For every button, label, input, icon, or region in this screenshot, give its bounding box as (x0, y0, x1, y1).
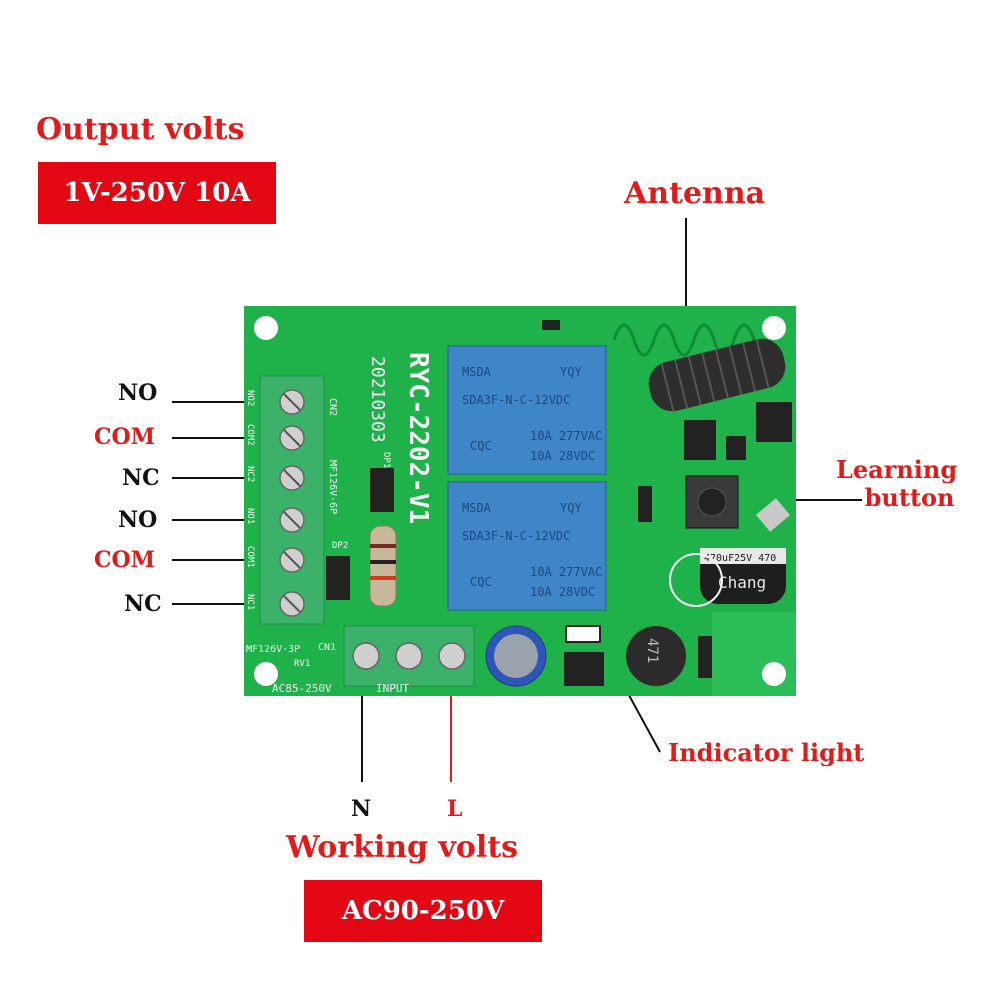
relay1-brand: MSDA (462, 501, 492, 515)
relay1-rating1: 10A 277VAC (530, 565, 602, 579)
pin-label-com2: COM2 (245, 424, 255, 446)
terminal-label-no2: NO (118, 380, 158, 406)
label-dp1: DP1 (381, 452, 391, 468)
label-ac-range: AC85-250V (272, 682, 332, 695)
board-model: RYC-2202-V1 (403, 352, 433, 524)
indicator-light-label: Indicator light (668, 738, 865, 767)
inductor-label: 471 (644, 638, 660, 663)
relay-1 (447, 481, 607, 611)
learning-label-line1: Learning (836, 455, 958, 484)
inductor (626, 626, 686, 686)
label-mf126v-3p: MF126V-3P (246, 644, 300, 655)
learning-button-label: Learning button (836, 456, 957, 512)
diode-d3 (638, 486, 652, 522)
relay2-rating2: 10A 28VDC (530, 449, 595, 463)
diode-dp1 (370, 468, 394, 512)
output-volts-value: 1V-250V 10A (63, 178, 251, 208)
pin-label-no1: NO1 (245, 508, 255, 524)
label-mf126v-6p: MF126V-6P (327, 460, 338, 514)
pcb-antenna-trace (612, 323, 756, 357)
relay-2 (447, 345, 607, 475)
relay2-rating1: 10A 277VAC (530, 429, 602, 443)
diode-d4 (698, 636, 712, 678)
working-volts-title: Working volts (286, 830, 519, 865)
relay2-part: SDA3F-N-C-12VDC (462, 393, 570, 407)
relay2-cert: CQC (470, 439, 492, 453)
label-dp2: DP2 (332, 541, 348, 551)
mount-hole-top-right (762, 316, 786, 340)
working-volts-box: AC90-250V (304, 880, 542, 942)
terminal-label-n: N (351, 796, 372, 822)
pcb-lower-zone (712, 612, 796, 696)
output-volts-title: Output volts (36, 112, 245, 147)
terminal-label-nc2: NC (122, 465, 160, 491)
label-input: INPUT (376, 682, 409, 695)
label-rv1: RV1 (294, 659, 310, 669)
relay1-cert: CQC (470, 575, 492, 589)
pin-label-no2: NO2 (245, 390, 255, 406)
learning-button-cap (697, 487, 727, 517)
pin-label-com1: COM1 (245, 546, 255, 568)
terminal-label-l: L (447, 796, 463, 822)
relay1-part: SDA3F-N-C-12VDC (462, 529, 570, 543)
chip-ic3 (726, 436, 746, 460)
big-capacitor-rating: 470uF25V 470 (704, 553, 776, 564)
indicator-led (565, 625, 601, 643)
board-date: 20210303 (367, 356, 388, 443)
chip-ic1 (756, 402, 792, 442)
terminal-screw-slots (283, 393, 301, 613)
pin-label-nc2: NC2 (245, 466, 255, 482)
output-volts-box: 1V-250V 10A (38, 162, 276, 224)
label-cn1: CN1 (318, 642, 336, 653)
big-capacitor-brand: Chang (718, 573, 766, 592)
cap-outline-pcb (669, 553, 723, 607)
mount-hole-bottom-right (762, 662, 786, 686)
relay2-brand: MSDA (462, 365, 492, 379)
learning-label-line2: button (864, 483, 955, 512)
relay1-mark: YQY (560, 501, 582, 515)
crystal (755, 498, 791, 532)
terminal-label-nc1: NC (124, 591, 162, 617)
smd-cap-c6 (542, 320, 560, 330)
mount-hole-bottom-left (254, 662, 278, 686)
resistor (369, 525, 397, 607)
pin-label-nc1: NC1 (245, 594, 255, 610)
chip-u3 (564, 652, 604, 686)
terminal-block-6p (259, 375, 325, 625)
relay1-rating2: 10A 28VDC (530, 585, 595, 599)
chip-ic2 (684, 420, 716, 460)
relay2-mark: YQY (560, 365, 582, 379)
terminal-label-com1: COM (94, 547, 156, 573)
diode-dp2 (326, 556, 350, 600)
working-volts-value: AC90-250V (341, 896, 505, 926)
terminal-screws-3p (352, 642, 466, 670)
terminal-label-no1: NO (118, 507, 158, 533)
antenna-label: Antenna (624, 176, 766, 211)
terminal-label-com2: COM (94, 424, 156, 450)
label-cn2: CN2 (327, 398, 338, 416)
mount-hole-top-left (254, 316, 278, 340)
